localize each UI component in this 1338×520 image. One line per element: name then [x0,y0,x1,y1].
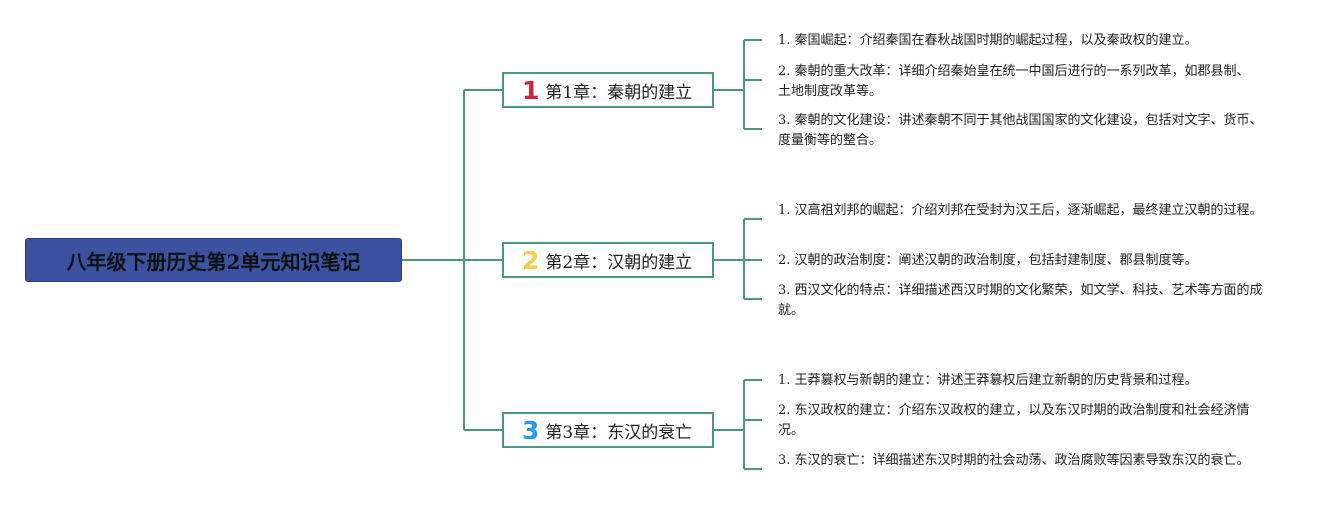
chapter-3-item-1[interactable]: 1. 王莽篡权与新朝的建立：讲述王莽篡权后建立新朝的历史背景和过程。 [778,373,1198,388]
chapter-1-item-1[interactable]: 1. 秦国崛起：介绍秦国在春秋战国时期的崛起过程，以及秦政权的建立。 [778,33,1198,48]
chapter-2-item-3[interactable]: 3. 西汉文化的特点：详细描述西汉时期的文化繁荣，如文学、科技、艺术等方面的成就… [778,283,1263,318]
chapter-3-item-3[interactable]: 3. 东汉的衰亡：详细描述东汉时期的社会动荡、政治腐败等因素导致东汉的衰亡。 [778,453,1250,468]
root-title: 八年级下册历史第2单元知识笔记 [66,249,361,274]
chapter-3-title: 第3章：东汉的衰亡 [545,422,693,443]
chapter-3-node[interactable]: 3 第3章：东汉的衰亡 [502,412,714,448]
chapter-1-title: 第1章：秦朝的建立 [545,82,693,103]
chapter-2-number-icon: 2 [522,245,540,275]
chapter-2-item-2[interactable]: 2. 汉朝的政治制度：阐述汉朝的政治制度，包括封建制度、郡县制度等。 [778,253,1198,268]
chapter-2-item-1[interactable]: 1. 汉高祖刘邦的崛起：介绍刘邦在受封为汉王后，逐渐崛起，最终建立汉朝的过程。 [778,203,1263,218]
chapter-2-title: 第2章：汉朝的建立 [545,252,693,273]
chapter-2-node[interactable]: 2 第2章：汉朝的建立 [502,242,714,278]
chapter-3-number-icon: 3 [522,415,540,445]
chapter-1-node[interactable]: 1 第1章：秦朝的建立 [502,72,714,108]
chapter-3-item-2[interactable]: 2. 东汉政权的建立：介绍东汉政权的建立，以及东汉时期的政治制度和社会经济情况。 [778,403,1250,438]
chapter-1-item-3[interactable]: 3. 秦朝的文化建设：讲述秦朝不同于其他战国国家的文化建设，包括对文字、货币、度… [778,113,1263,148]
chapter-1-number-icon: 1 [522,75,540,105]
chapter-1-item-2[interactable]: 2. 秦朝的重大改革：详细介绍秦始皇在统一中国后进行的一系列改革，如郡县制、土地… [778,64,1250,99]
root-topic[interactable]: 八年级下册历史第2单元知识笔记 [25,238,402,282]
